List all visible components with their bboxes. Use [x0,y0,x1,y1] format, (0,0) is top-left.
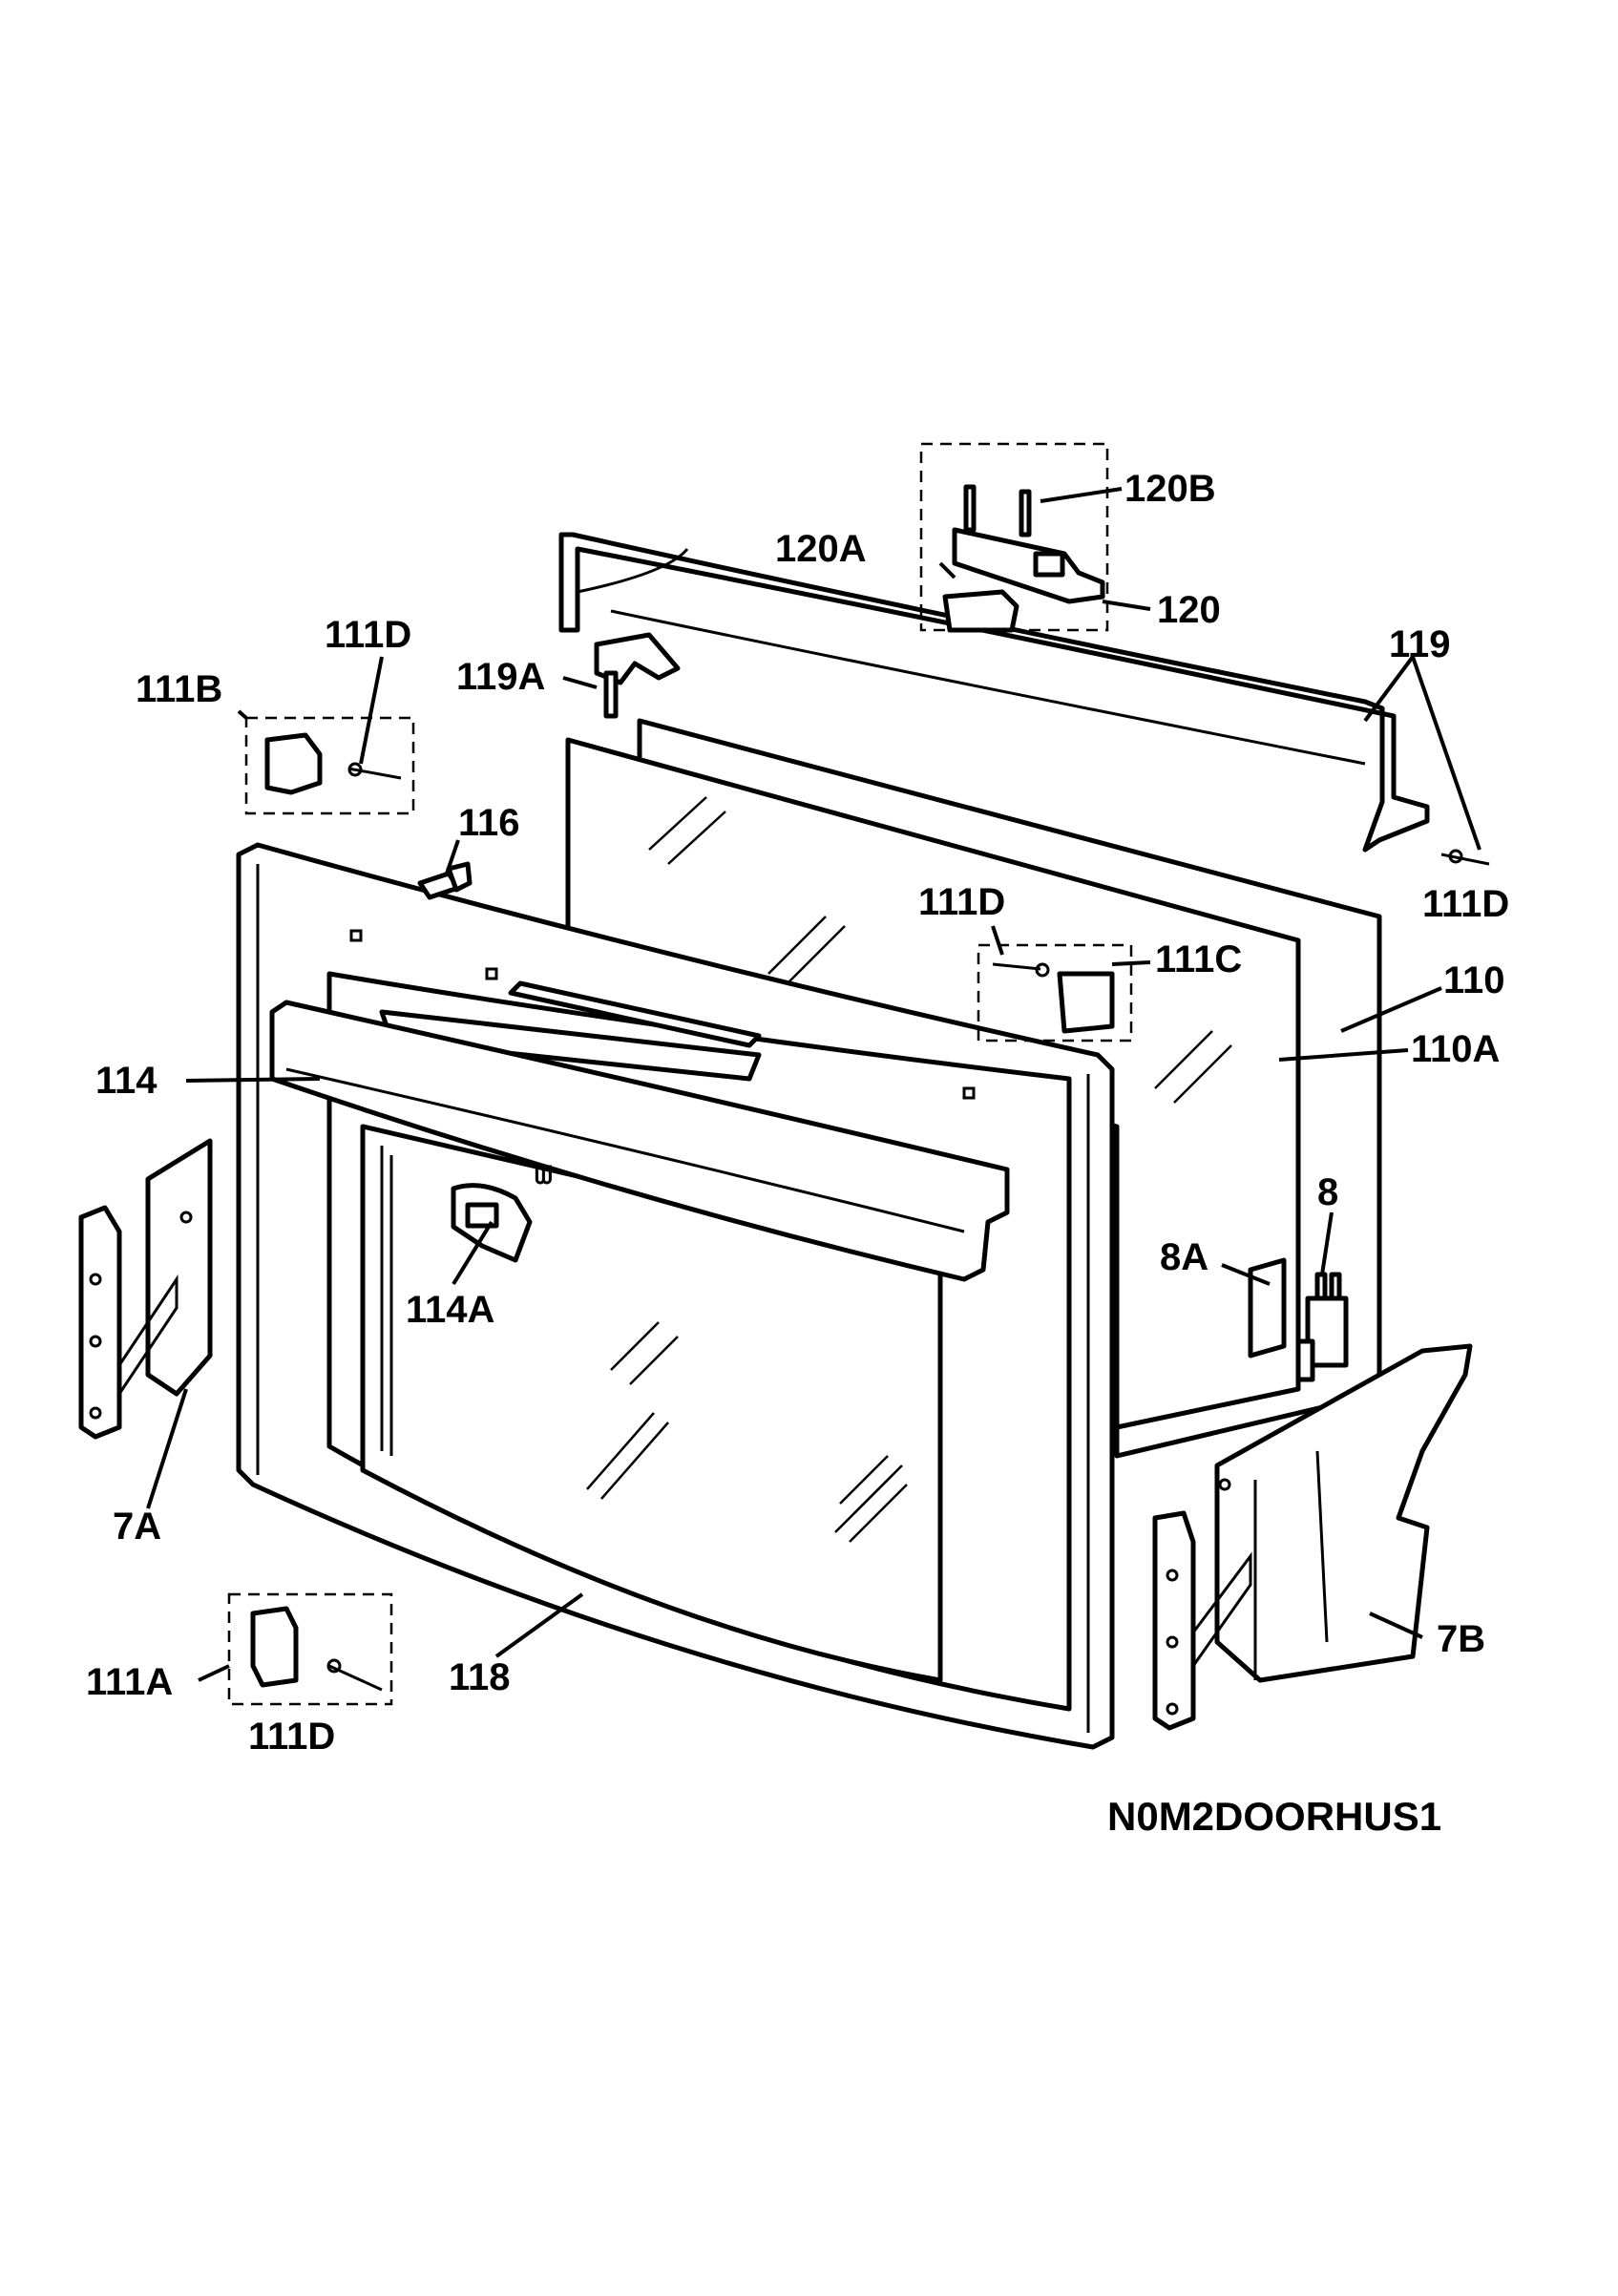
screw-111d-right [1440,849,1490,866]
part-labels: 120B 120A 120 119 119A 111D 111B 116 111… [86,468,1509,1758]
label-8a: 8A [1160,1236,1208,1278]
label-111a: 111A [86,1661,173,1703]
label-120a: 120A [775,528,867,570]
bracket-119a [594,632,681,719]
clip-111b [264,732,402,795]
right-hinge-7b [1152,1343,1473,1731]
hinge-receiver-120 [942,484,1105,633]
label-118: 118 [449,1656,511,1698]
label-114a: 114A [406,1289,494,1331]
switch-bracket-8a [1248,1257,1287,1359]
left-hinge-7a [78,1138,213,1440]
label-110a: 110A [1411,1028,1500,1070]
door-top-trim [558,532,1430,853]
label-111d-mid: 111D [918,881,1005,923]
leader-lines [146,487,1481,1682]
label-114: 114 [95,1060,158,1102]
label-7a: 7A [113,1506,161,1548]
label-119a: 119A [456,656,545,698]
callout-box-111c [977,943,1133,1043]
screw-116 [417,861,473,900]
label-111d-top: 111D [325,614,411,656]
label-119: 119 [1389,623,1451,665]
label-111b: 111B [136,668,222,710]
label-111d-bottom: 111D [248,1716,335,1758]
callout-box-111b [244,716,415,815]
label-120: 120 [1157,589,1221,631]
clip-111a [250,1606,383,1692]
label-110: 110 [1443,959,1505,1001]
label-111d-right: 111D [1422,883,1509,925]
label-111c: 111C [1155,938,1242,980]
label-120b: 120B [1124,468,1216,510]
label-7b: 7B [1437,1618,1485,1660]
clip-111c [992,962,1115,1034]
callout-box-111a [227,1592,393,1706]
door-switch-8 [1295,1272,1349,1382]
handle-logo: ᗯ [535,1161,553,1190]
diagram-code: N0M2DOORHUS1 [1107,1794,1441,1839]
label-116: 116 [458,802,520,844]
label-8: 8 [1317,1171,1338,1213]
handle-114: ᗯ [269,1000,1010,1282]
